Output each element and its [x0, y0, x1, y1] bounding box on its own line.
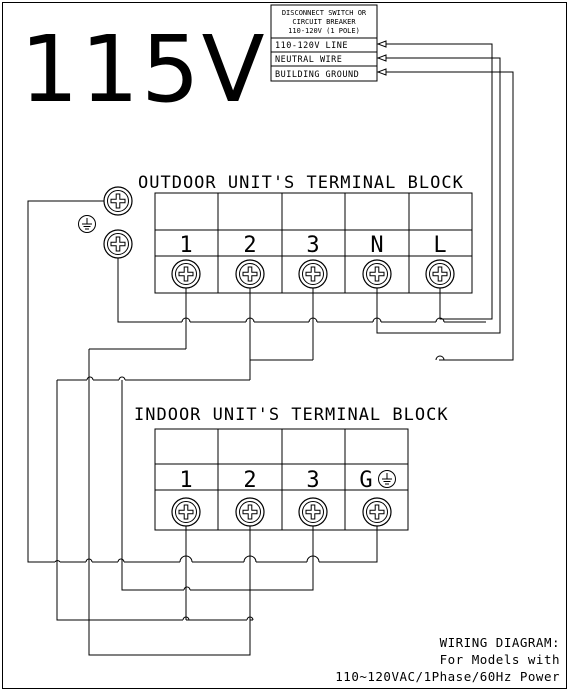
screw-terminal-icon [235, 497, 265, 527]
outdoor-ground-screw-lower [103, 229, 133, 259]
ground-symbol-icon [78, 215, 96, 233]
outdoor-block-title: OUTDOOR UNIT'S TERMINAL BLOCK [138, 173, 464, 193]
wire-outdoor-ground [27, 200, 378, 563]
wire-crossover-icon [86, 376, 126, 381]
indoor-block-title: INDOOR UNIT'S TERMINAL BLOCK [134, 405, 449, 425]
outdoor-ground-screw-upper [103, 186, 133, 216]
wire-line [386, 43, 493, 320]
screw-terminal-icon [362, 259, 392, 289]
outdoor-terminal-label-l: L [433, 233, 446, 258]
voltage-label: 115V [20, 16, 267, 123]
wire-left-c [121, 380, 314, 591]
legend-row-line: 110-120V LINE [275, 41, 348, 51]
outdoor-terminal-label-3: 3 [306, 233, 319, 258]
caption-line-2: For Models with [440, 652, 560, 667]
wire-neutral [376, 57, 501, 334]
outdoor-terminal-block: 1 2 3 N L [154, 192, 473, 294]
screw-terminal-icon [171, 259, 201, 289]
ground-symbol-icon [378, 470, 396, 488]
indoor-terminal-label-2: 2 [243, 468, 256, 493]
wire-outdoor-bus [117, 258, 486, 323]
screw-terminal-icon [298, 259, 328, 289]
screw-terminal-icon [171, 497, 201, 527]
legend-row-neutral: NEUTRAL WIRE [275, 55, 342, 65]
legend-row-ground: BUILDING GROUND [275, 70, 359, 80]
wiring [27, 43, 514, 656]
screw-terminal-icon [235, 259, 265, 289]
wire-crossover-icon [54, 555, 320, 563]
indoor-terminal-label-g: G [359, 468, 372, 493]
wire-ground-feed [386, 71, 514, 361]
outdoor-terminal-label-n: N [370, 233, 383, 258]
disconnect-title-3: 110-120V (1 POLE) [288, 27, 360, 35]
caption-line-3: 110~120VAC/1Phase/60Hz Power [335, 669, 560, 684]
arrowhead-icon [376, 40, 387, 76]
wire-crossover-icon [182, 586, 254, 621]
indoor-terminal-block: 1 2 3 G [154, 428, 409, 531]
disconnect-title-2: CIRCUIT BREAKER [292, 18, 356, 26]
screw-terminal-icon [425, 259, 455, 289]
outdoor-terminal-label-2: 2 [243, 233, 256, 258]
wire-left-b [88, 349, 251, 656]
indoor-terminal-label-3: 3 [306, 468, 319, 493]
caption-title: WIRING DIAGRAM: [440, 635, 560, 650]
screw-terminal-icon [298, 497, 328, 527]
disconnect-title-1: DISCONNECT SWITCH OR [282, 9, 367, 17]
disconnect-legend: DISCONNECT SWITCH OR CIRCUIT BREAKER 110… [270, 4, 378, 82]
outdoor-terminal-label-1: 1 [179, 233, 192, 258]
indoor-terminal-label-1: 1 [179, 468, 192, 493]
screw-terminal-icon [362, 497, 392, 527]
